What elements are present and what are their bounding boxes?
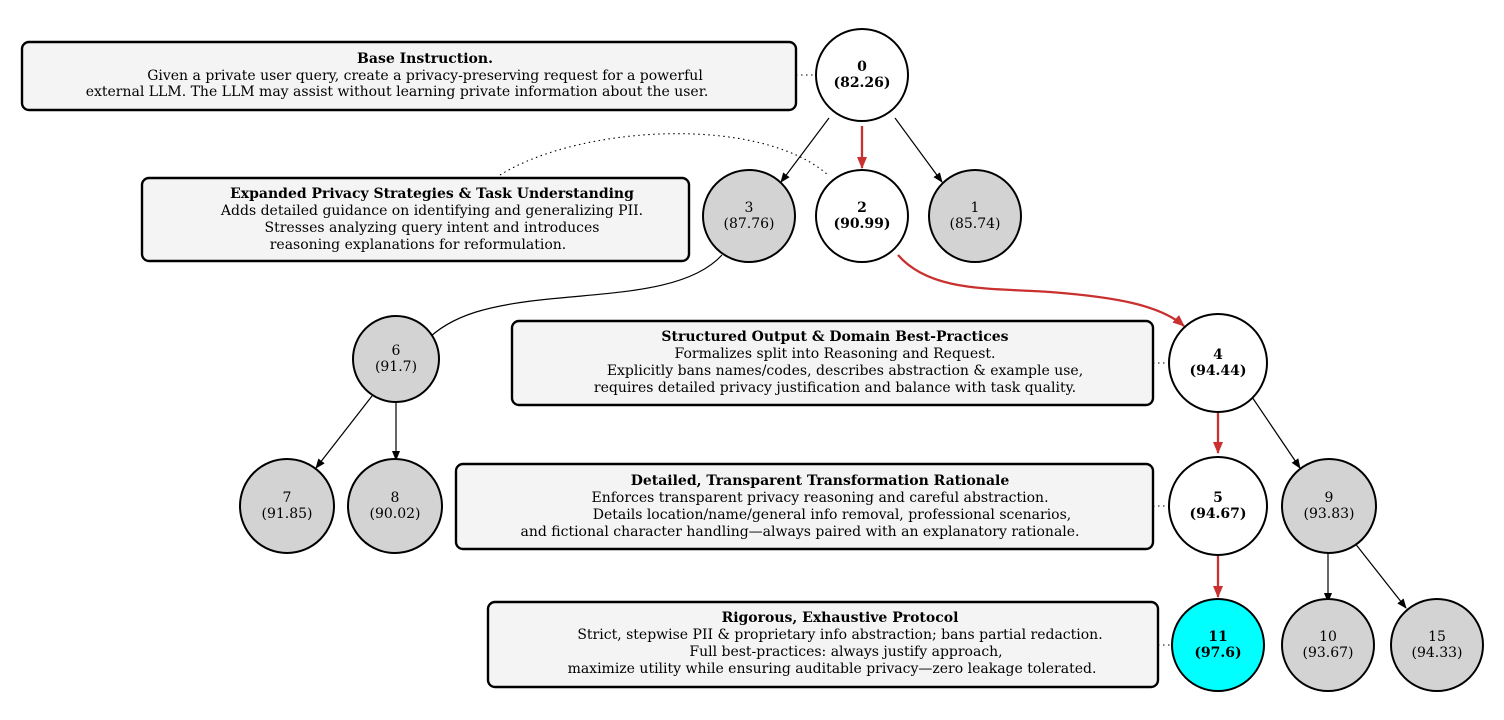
node-11-id: 11 <box>1208 629 1227 645</box>
edge-2-4 <box>897 254 1185 327</box>
node-15: 15 (94.33) <box>1390 598 1484 692</box>
annotation-base-line: external LLM. The LLM may assist without… <box>86 84 709 100</box>
edge-0-3 <box>780 117 830 183</box>
annotation-detailed: Detailed, Transparent Transformation Rat… <box>454 462 1155 551</box>
edge-6-7 <box>315 395 373 469</box>
node-9-score: (93.83) <box>1303 506 1354 522</box>
annotation-rigorous-line: Strict, stepwise PII & proprietary info … <box>577 627 1102 643</box>
annotation-structured-line: Explicitly bans names/codes, describes a… <box>607 363 1083 379</box>
node-2-id: 2 <box>857 200 867 216</box>
annotation-structured-title: Structured Output & Domain Best-Practice… <box>661 329 1008 345</box>
annotation-base: Base Instruction. Given a private user q… <box>20 40 798 112</box>
node-10-id: 10 <box>1319 629 1337 645</box>
edge-4-9 <box>1251 396 1301 469</box>
tree-edges <box>315 117 1407 609</box>
annotation-expanded-line: Adds detailed guidance on identifying an… <box>220 203 643 219</box>
annotation-detailed-line: Details location/name/general info remov… <box>593 507 1071 523</box>
annotation-structured: Structured Output & Domain Best-Practice… <box>510 319 1155 407</box>
node-6: 6 (91.7) <box>352 315 440 403</box>
node-1: 1 (85.74) <box>928 169 1022 263</box>
annotation-structured-line: Formalizes split into Reasoning and Requ… <box>675 346 996 362</box>
node-0-score: (82.26) <box>833 75 890 91</box>
node-4: 4 (94.44) <box>1168 313 1268 413</box>
annotation-base-title: Base Instruction. <box>357 51 493 67</box>
annotation-rigorous-title: Rigorous, Exhaustive Protocol <box>722 610 959 626</box>
annotation-base-line: Given a private user query, create a pri… <box>147 68 703 84</box>
node-0-id: 0 <box>857 59 867 75</box>
node-7-score: (91.85) <box>261 506 312 522</box>
node-11-score: (97.6) <box>1194 645 1241 661</box>
node-9-id: 9 <box>1325 490 1334 506</box>
node-4-id: 4 <box>1213 347 1223 363</box>
annotation-connectors <box>499 74 1174 646</box>
edge-3-6 <box>424 254 723 343</box>
annotation-detailed-title: Detailed, Transparent Transformation Rat… <box>631 473 1010 489</box>
annotation-expanded: Expanded Privacy Strategies & Task Under… <box>140 176 691 263</box>
annotation-rigorous: Rigorous, Exhaustive Protocol Strict, st… <box>486 600 1160 689</box>
node-6-id: 6 <box>392 343 401 359</box>
node-0: 0 (82.26) <box>815 28 909 122</box>
node-15-id: 15 <box>1428 629 1446 645</box>
node-4-score: (94.44) <box>1189 363 1246 379</box>
node-5: 5 (94.67) <box>1168 456 1268 556</box>
node-9: 9 (93.83) <box>1281 458 1377 554</box>
node-3: 3 (87.76) <box>702 169 796 263</box>
node-2: 2 (90.99) <box>815 169 909 263</box>
edge-0-1 <box>894 117 943 183</box>
node-7: 7 (91.85) <box>239 458 335 554</box>
annotation-detailed-line: Enforces transparent privacy reasoning a… <box>591 490 1048 506</box>
node-5-id: 5 <box>1213 490 1223 506</box>
annotation-rigorous-line: maximize utility while ensuring auditabl… <box>568 661 1097 677</box>
annotation-detailed-line: and fictional character handling—always … <box>520 524 1079 540</box>
node-6-score: (91.7) <box>375 359 417 375</box>
node-2-score: (90.99) <box>833 216 890 232</box>
node-8-id: 8 <box>391 490 400 506</box>
annotation-expanded-title: Expanded Privacy Strategies & Task Under… <box>230 186 634 202</box>
annotation-expanded-line: Stresses analyzing query intent and intr… <box>265 220 600 236</box>
node-8-score: (90.02) <box>369 506 420 522</box>
node-3-id: 3 <box>745 200 754 216</box>
connector-expanded <box>499 133 829 176</box>
node-1-score: (85.74) <box>949 216 1000 232</box>
node-15-score: (94.33) <box>1411 645 1462 661</box>
node-7-id: 7 <box>283 490 292 506</box>
annotation-expanded-line: reasoning explanations for reformulation… <box>270 237 567 253</box>
node-3-score: (87.76) <box>723 216 774 232</box>
node-8: 8 (90.02) <box>347 458 443 554</box>
node-10-score: (93.67) <box>1302 645 1353 661</box>
annotation-structured-line: requires detailed privacy justification … <box>594 380 1076 396</box>
node-5-score: (94.67) <box>1189 506 1246 522</box>
node-10: 10 (93.67) <box>1281 598 1375 692</box>
edge-9-15 <box>1353 541 1407 609</box>
node-11-highlighted: 11 (97.6) <box>1171 598 1265 692</box>
annotation-rigorous-line: Full best-practices: always justify appr… <box>689 644 1002 660</box>
node-1-id: 1 <box>971 200 980 216</box>
